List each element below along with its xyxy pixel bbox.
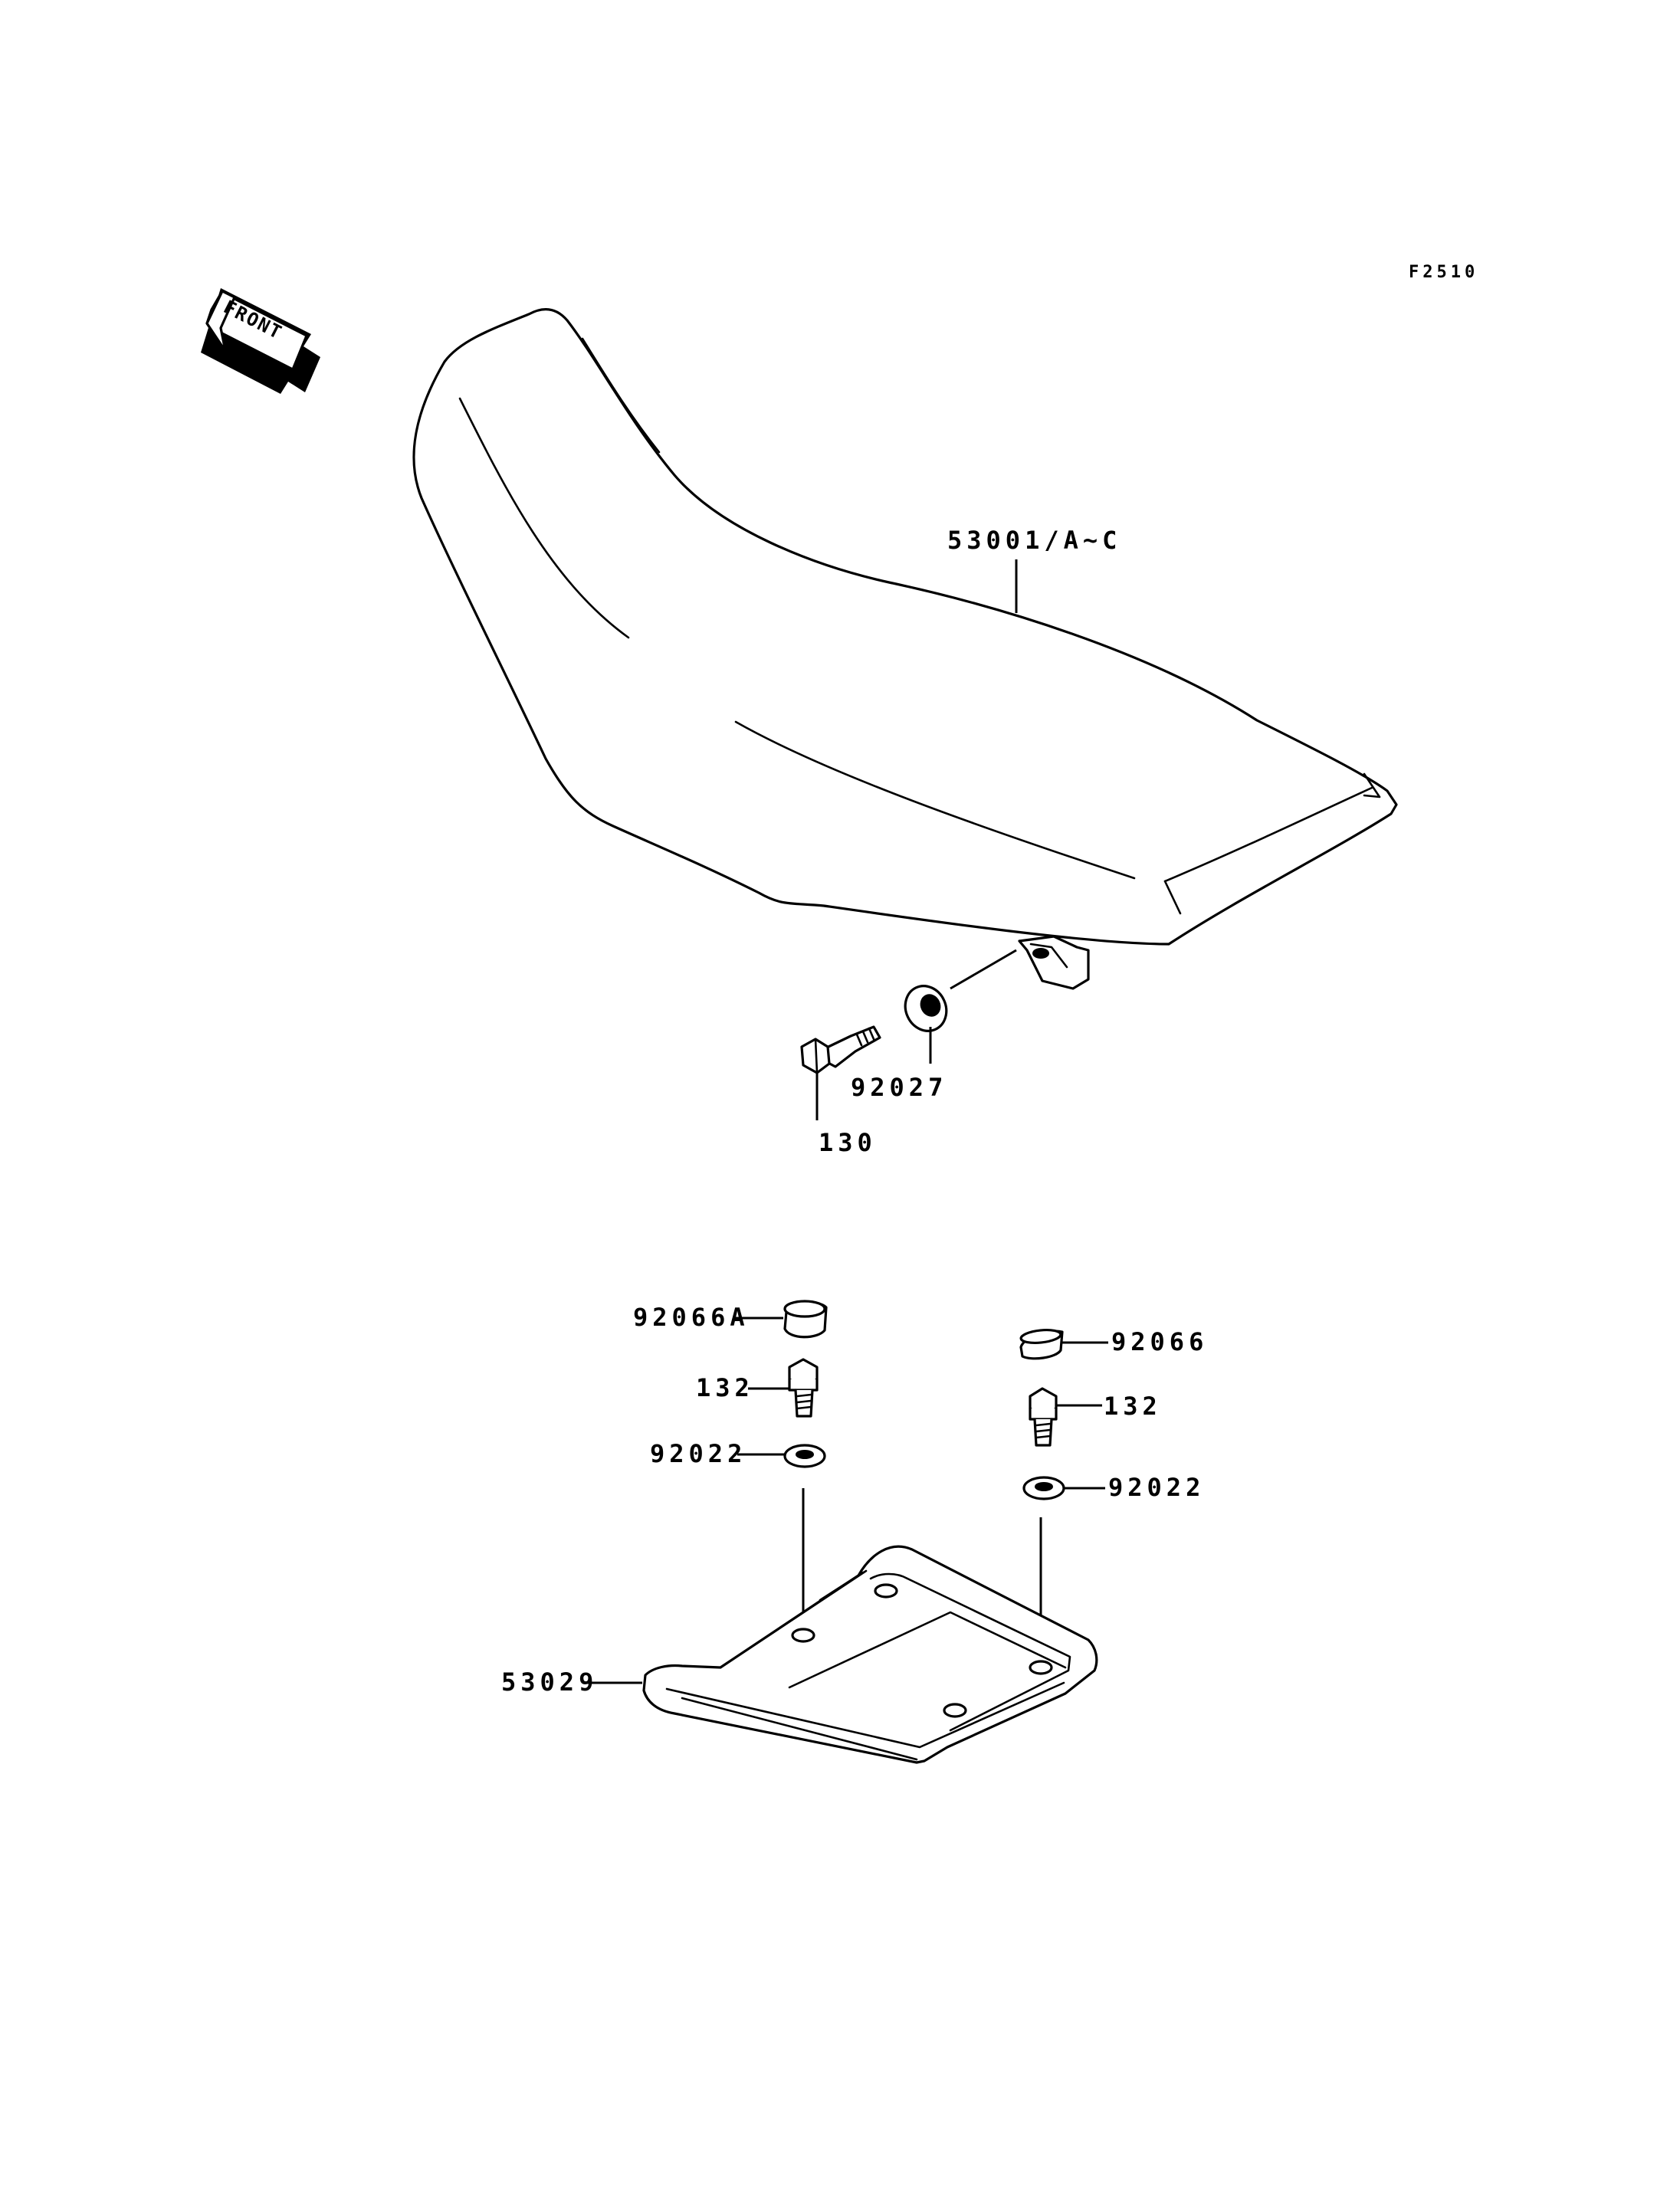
part-number-grommet: 92027 bbox=[851, 1073, 947, 1102]
part-number-seat: 53001/A~C bbox=[947, 526, 1121, 555]
washer-icon: 92022 bbox=[1022, 1473, 1205, 1664]
bolt-icon: 130 bbox=[800, 1025, 881, 1157]
grommet-icon: 92027 bbox=[851, 949, 1017, 1102]
part-number-washer-right: 92022 bbox=[1108, 1473, 1205, 1502]
cap-icon: 92066A bbox=[633, 1300, 828, 1339]
part-number-bolt-left: 132 bbox=[696, 1373, 754, 1402]
bolt-icon: 132 bbox=[1029, 1387, 1162, 1447]
part-number-bolt-right: 132 bbox=[1104, 1392, 1162, 1421]
cap-icon: 92066 bbox=[1019, 1327, 1208, 1360]
part-number-seat-bolt: 130 bbox=[819, 1128, 877, 1157]
part-number-cap-right: 92066 bbox=[1111, 1327, 1208, 1356]
reference-code: F2510 bbox=[1409, 263, 1478, 282]
part-number-carrier: 53029 bbox=[501, 1667, 598, 1697]
part-number-cap-left: 92066A bbox=[633, 1303, 750, 1332]
carrier-plate-icon: 53029 bbox=[501, 1545, 1098, 1764]
part-number-washer-left: 92022 bbox=[650, 1439, 746, 1468]
bolt-icon: 132 bbox=[696, 1358, 819, 1418]
washer-icon: 92022 bbox=[650, 1439, 826, 1622]
seat-icon: 53001/A~C bbox=[412, 307, 1398, 990]
front-arrow-icon: FRONT bbox=[201, 288, 320, 394]
